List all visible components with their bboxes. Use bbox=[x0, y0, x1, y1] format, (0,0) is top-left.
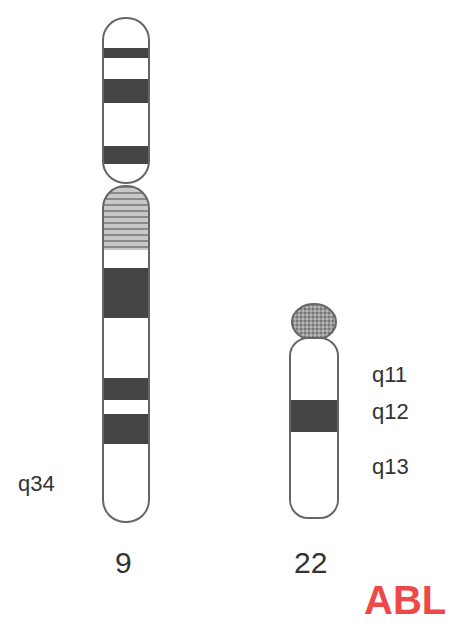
chromosome-number: 22 bbox=[294, 548, 327, 578]
chromosome-9 bbox=[103, 18, 149, 522]
band-label: q13 bbox=[372, 456, 409, 478]
band-label: q12 bbox=[372, 401, 409, 423]
gene-name: ABL bbox=[364, 580, 446, 620]
band-label: q34 bbox=[18, 473, 55, 495]
chromosome-22 bbox=[290, 304, 338, 518]
chromosome-number: 9 bbox=[115, 548, 132, 578]
band-label: q11 bbox=[372, 364, 407, 386]
